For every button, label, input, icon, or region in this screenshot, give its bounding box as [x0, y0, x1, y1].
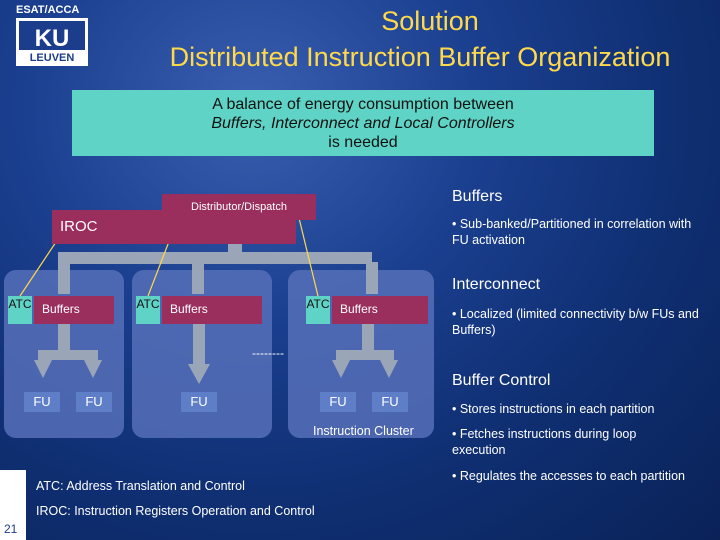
balance-callout: A balance of energy consumption between … [72, 90, 654, 156]
distributor-dispatch-label: Distributor/Dispatch [162, 194, 316, 220]
fu-box-4: FU [320, 392, 356, 412]
buffers-box-3: Buffers [332, 296, 428, 324]
fu-box-3: FU [181, 392, 217, 412]
legend-atc: ATC: Address Translation and Control [36, 479, 245, 493]
fu-box-5: FU [372, 392, 408, 412]
slide-number-strip [0, 470, 26, 540]
iroc-label: IROC [60, 218, 98, 235]
slide-title-line2: Distributed Instruction Buffer Organizat… [169, 42, 671, 72]
ku-leuven-logo: KU LEUVEN [16, 18, 88, 66]
buffers-heading: Buffers [452, 188, 503, 205]
instruction-cluster-label: Instruction Cluster [313, 424, 414, 438]
balance-line2: Buffers, Interconnect and Local Controll… [211, 115, 515, 132]
buffer-control-bullet-1: • Stores instructions in each partition [452, 402, 655, 416]
fu-box-1: FU [24, 392, 60, 412]
atc-box-3: ATC [306, 296, 330, 324]
logo-ku-text: KU [35, 25, 70, 52]
buffers-box-2: Buffers [162, 296, 262, 324]
balance-line1: A balance of energy consumption between [212, 96, 514, 113]
balance-line3: is needed [328, 134, 398, 151]
buffer-control-bullet-2: • Fetches instructions during loop execu… [452, 427, 637, 457]
department-label: ESAT/ACCA [16, 4, 80, 16]
slide-title-line1: Solution [381, 6, 479, 36]
interconnect-bullet-1: • Localized (limited connectivity b/w FU… [452, 307, 699, 337]
buffer-control-bullet-3: • Regulates the accesses to each partiti… [452, 469, 685, 483]
fu-box-2: FU [76, 392, 112, 412]
interconnect-heading: Interconnect [452, 276, 541, 293]
atc-box-1: ATC [8, 296, 32, 324]
buffers-bullet-1: • Sub-banked/Partitioned in correlation … [452, 217, 692, 247]
legend-iroc: IROC: Instruction Registers Operation an… [36, 504, 315, 518]
atc-box-2: ATC [136, 296, 160, 324]
logo-leuven-text: LEUVEN [30, 52, 75, 64]
more-clusters-dashes: -------- [252, 346, 284, 360]
slide-number: 21 [4, 522, 18, 536]
buffer-control-heading: Buffer Control [452, 372, 551, 389]
buffers-box-1: Buffers [34, 296, 114, 324]
